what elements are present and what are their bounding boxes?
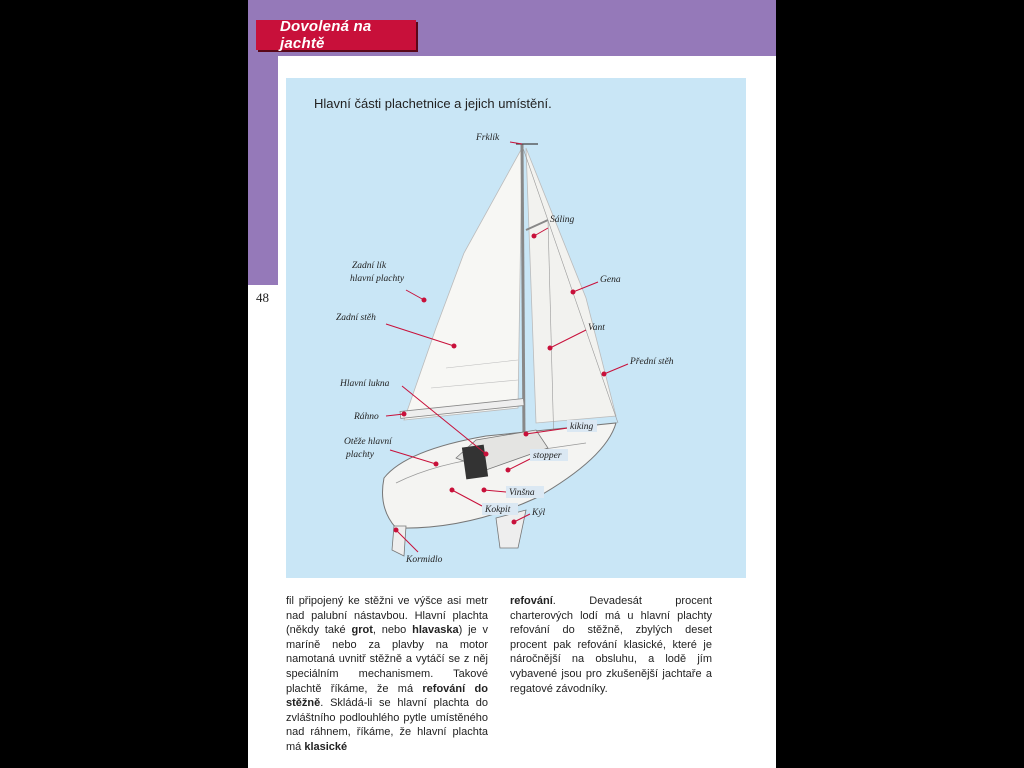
text-run: , nebo — [373, 624, 412, 636]
term-grot: grot — [352, 624, 373, 636]
label-stopper: stopper — [533, 451, 562, 461]
keel — [496, 510, 526, 548]
term-hlavaska: hlavaska — [412, 624, 458, 636]
mainsail — [404, 148, 522, 420]
genoa-sail — [526, 148, 616, 423]
term-refovani: refování — [510, 595, 553, 607]
label-zadni-steh: Zadní stěh — [336, 313, 376, 323]
label-frklik: Frklík — [475, 133, 500, 143]
chapter-title: Dovolená na jachtě — [256, 18, 416, 52]
figure-panel: Hlavní části plachetnice a jejich umístě… — [286, 78, 746, 578]
label-kokpit: Kokpit — [484, 505, 511, 515]
text-run: . Devadesát procent charterových lodí má… — [510, 595, 712, 695]
label-saling: Sáling — [550, 215, 575, 225]
text-column-2: refování. Devadesát procent charterových… — [510, 594, 712, 696]
label-kormidlo: Kormidlo — [405, 555, 443, 565]
chapter-title-box: Dovolená na jachtě — [256, 20, 416, 50]
label-zadni-lik-2: hlavní plachty — [350, 274, 405, 284]
text-column-1: fil připojený ke stěžni ve výšce asi met… — [286, 594, 488, 755]
label-gena: Gena — [600, 275, 621, 285]
mast — [522, 144, 524, 438]
label-zadni-lik-1: Zadní lík — [352, 261, 387, 271]
label-hlavni-lukna: Hlavní lukna — [339, 379, 390, 389]
label-rahno: Ráhno — [353, 412, 379, 422]
label-kiking: kiking — [570, 422, 593, 432]
book-page: Dovolená na jachtě 48 Hlavní části plach… — [248, 0, 776, 768]
label-kyl: Kýl — [531, 508, 546, 518]
label-vant: Vant — [588, 323, 605, 333]
term-klasicke: klasické — [304, 741, 347, 753]
page-number: 48 — [256, 290, 269, 306]
label-predni-steh: Přední stěh — [629, 357, 674, 367]
sailboat-illustration: Frklík Sáling Zadní lík hlavní plachty G… — [286, 78, 746, 578]
label-oteze-1: Otěže hlavní — [344, 437, 393, 447]
label-oteze-2: plachty — [345, 450, 375, 460]
label-vinsna: Vinšna — [509, 488, 535, 498]
